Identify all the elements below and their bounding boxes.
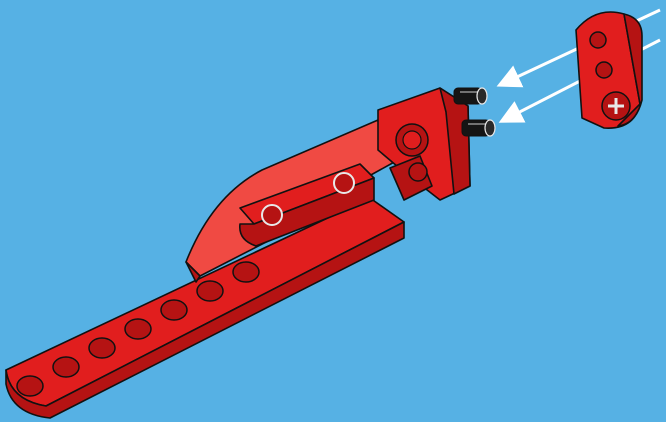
pin-hole	[262, 205, 282, 225]
three-hole-link	[576, 12, 642, 128]
pin-hole	[334, 173, 354, 193]
beam-hole	[197, 281, 223, 301]
beam-hole	[161, 300, 187, 320]
friction-pin	[454, 88, 487, 104]
link-hole	[596, 62, 612, 78]
beam-hole	[53, 357, 79, 377]
beam-hole	[89, 338, 115, 358]
beam-hole	[125, 319, 151, 339]
beam-hole	[17, 376, 43, 396]
connector-hole-lower	[409, 163, 427, 181]
friction-pin	[462, 120, 495, 136]
connector-hole-inner	[403, 131, 421, 149]
beam-hole	[233, 262, 259, 282]
link-hole	[590, 32, 606, 48]
